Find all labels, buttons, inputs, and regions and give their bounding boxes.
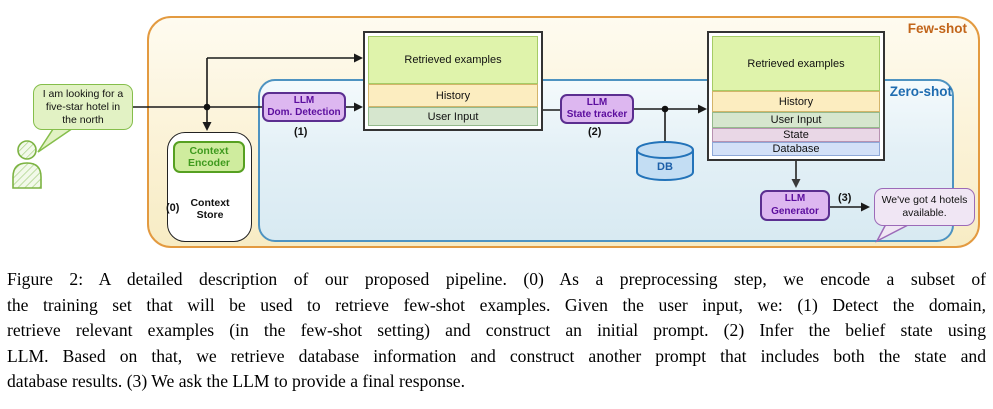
arrowhead-into-prompt1-top: [354, 53, 363, 63]
step-2-label: (2): [588, 126, 602, 138]
caption-line-5: database results. (3) We ask the LLM to …: [7, 371, 466, 392]
step-0-label: (0): [166, 202, 180, 214]
prompt1-row-retrieved-examples: Retrieved examples: [368, 36, 538, 84]
prompt2-row-database: Database: [712, 142, 880, 156]
arrowhead-into-response-bubble: [861, 202, 870, 212]
response-bubble-tail: [875, 223, 911, 243]
step-3-label: (3): [838, 192, 852, 204]
user-person-icon: [12, 140, 42, 189]
caption-line-1: Figure 2: A detailed description of our …: [7, 269, 986, 289]
user-utterance-bubble: I am looking for a five-star hotel in th…: [33, 84, 133, 130]
response-utterance-bubble: We've got 4 hotels available.: [874, 188, 975, 226]
caption-line-3: retrieve relevant examples (in the few-s…: [7, 320, 986, 341]
figure-caption: Figure 2: A detailed description of our …: [7, 267, 986, 395]
prompt-box-2: Retrieved examples History User Input St…: [707, 31, 885, 161]
prompt2-row-state: State: [712, 128, 880, 142]
arrowheads: [202, 53, 870, 212]
prompt2-row-retrieved-examples: Retrieved examples: [712, 36, 880, 91]
prompt1-row-history: History: [368, 84, 538, 107]
junction-dot-right: [661, 105, 669, 113]
llm-dom-detection-box: LLM Dom. Detection: [262, 92, 346, 122]
arrowhead-into-prompt1: [354, 102, 363, 112]
prompt1-row-user-input: User Input: [368, 107, 538, 126]
step-1-label: (1): [294, 126, 308, 138]
few-shot-label: Few-shot: [907, 21, 967, 36]
llm-state-tracker-box: LLM State tracker: [560, 94, 634, 124]
db-label: DB: [657, 161, 673, 173]
caption-line-2: the training set that will be used to re…: [7, 294, 986, 315]
arrowhead-into-context-container: [202, 122, 212, 131]
prompt2-row-history: History: [712, 91, 880, 112]
prompt-box-1: Retrieved examples History User Input: [363, 31, 543, 131]
llm-generator-box: LLM Generator: [760, 190, 830, 221]
prompt2-row-user-input: User Input: [712, 112, 880, 128]
caption-line-4: LLM. Based on that, we retrieve database…: [7, 345, 986, 366]
db-cylinder: [636, 141, 694, 181]
context-store-label: Context Store: [190, 197, 230, 221]
arrowhead-into-generator: [791, 179, 801, 188]
context-encoder-box: Context Encoder: [173, 141, 245, 173]
junction-dot-left: [203, 103, 211, 111]
zero-shot-label: Zero-shot: [889, 84, 952, 99]
arrowhead-into-prompt2: [698, 104, 707, 114]
